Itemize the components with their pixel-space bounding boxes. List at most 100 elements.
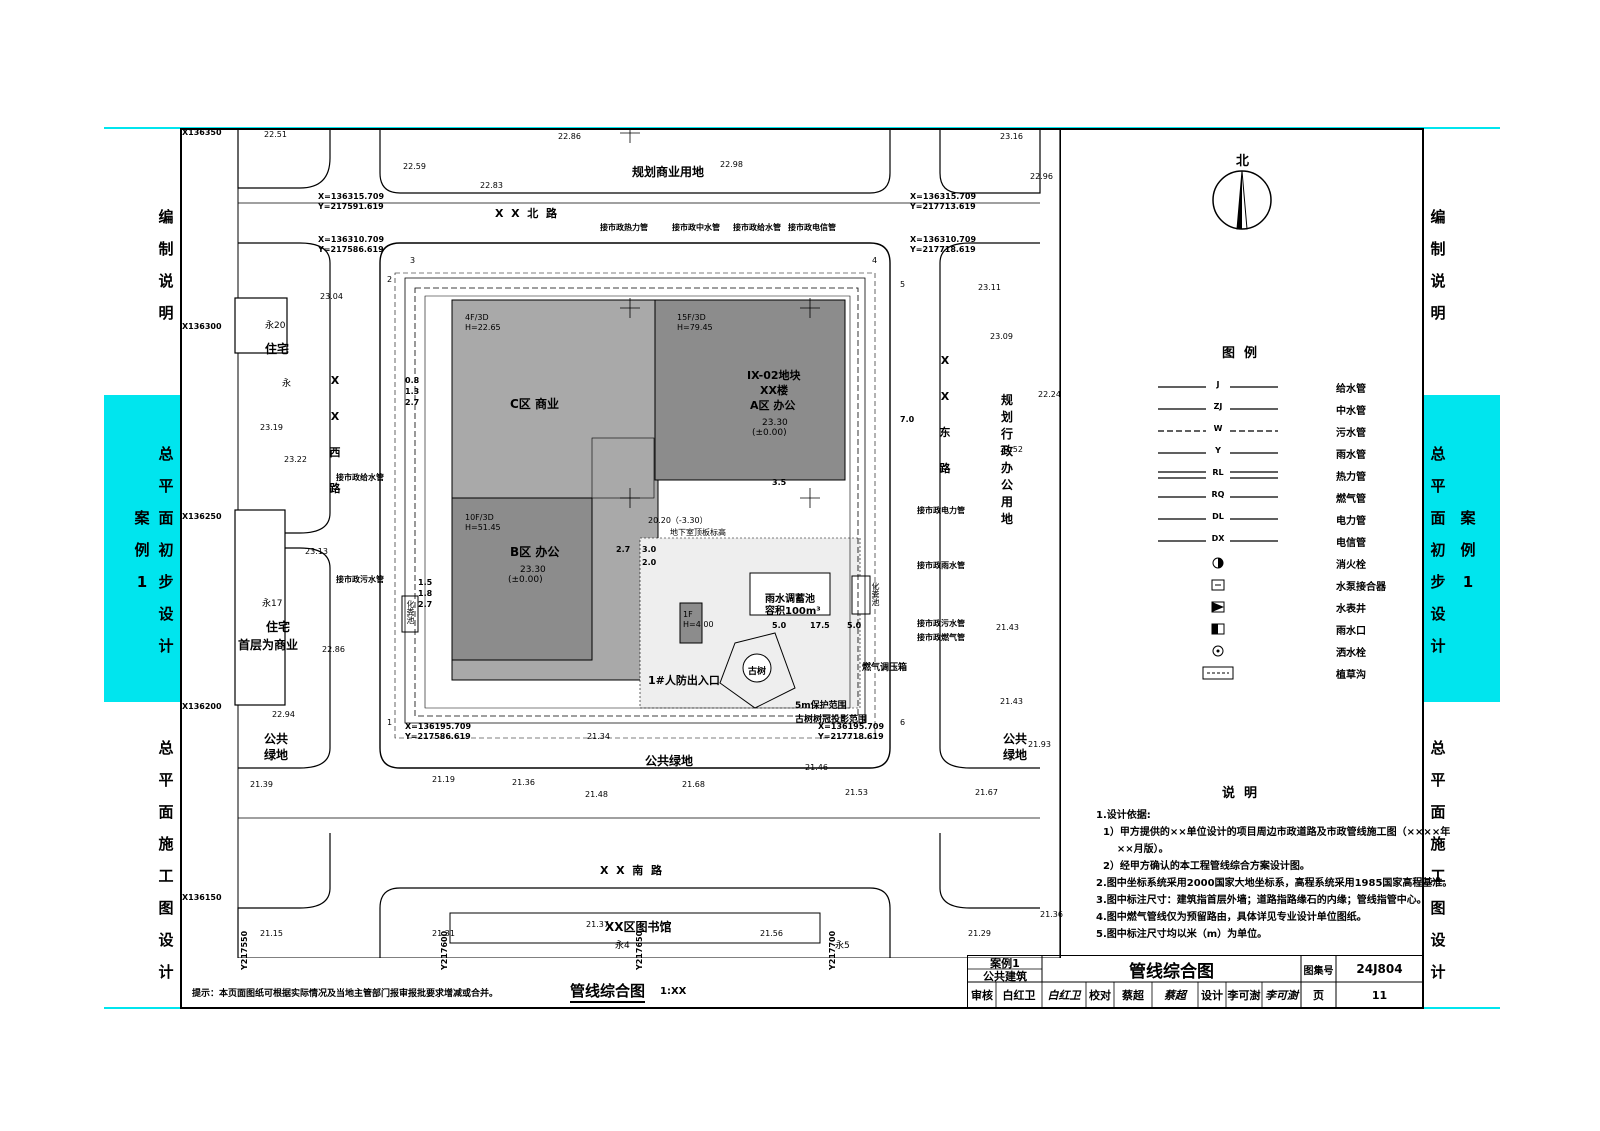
green-sw-label-2: 绿地 — [264, 748, 289, 762]
legend-label: 水泵接合器 — [1336, 582, 1386, 593]
vertical-char: 西 — [329, 446, 341, 459]
conn-water-w: 接市政给水管 — [336, 473, 384, 482]
note-line: 4.图中燃气管线仅为预留路由，具体详见专业设计单位图纸。 — [1096, 912, 1367, 923]
tb-case: 案例1 — [990, 956, 1020, 970]
vertical-char: 案 — [1460, 509, 1476, 527]
grid-x-3: X136250 — [182, 512, 222, 521]
east-land-label: 规划行政办公用地 — [995, 393, 1019, 526]
vertical-char: 规 — [1000, 393, 1013, 407]
building-c-height: H=22.65 — [465, 323, 501, 332]
vertical-char: 公 — [1000, 478, 1013, 492]
point-3: 3 — [410, 256, 416, 265]
vertical-char: 设 — [1430, 605, 1446, 623]
building-a-floors: 15F/3D — [677, 313, 706, 322]
vertical-char: 说 — [1430, 272, 1446, 290]
entrance-label: 1#人防出入口 — [648, 674, 720, 687]
vertical-char: 总 — [158, 445, 174, 463]
vertical-char: 工 — [158, 867, 174, 885]
vertical-char: 施 — [158, 835, 174, 853]
vertical-char: 案 — [134, 509, 150, 527]
road-north: X X 北 路 — [495, 207, 557, 220]
legend-code: RQ — [1211, 490, 1225, 499]
left-sidebar-active-band — [104, 395, 180, 702]
west-house2-sub: 首层为商业 — [238, 638, 299, 652]
tb-reviewer-signature: 白红卫 — [1047, 989, 1081, 1002]
vertical-char: 计 — [1430, 963, 1446, 981]
conn-reclaimed: 接市政中水管 — [672, 223, 720, 232]
west-house1-label: 住宅 — [265, 342, 290, 356]
footer-drawing-title: 管线综合图 — [570, 980, 646, 1003]
vertical-char: 用 — [1000, 495, 1013, 509]
vertical-char: X — [330, 410, 340, 423]
west-house2-tag: 永17 — [262, 599, 283, 609]
road-south: X X 南 路 — [600, 864, 662, 877]
conn-gas: 接市政燃气管 — [917, 633, 965, 642]
north-label: 北 — [1236, 154, 1250, 169]
green-se-label-1: 公共 — [1003, 732, 1028, 746]
small-building-floors: 1F — [683, 610, 693, 619]
vertical-char: 设 — [158, 931, 174, 949]
conn-heat: 接市政热力管 — [600, 223, 648, 232]
green-south-label: 公共绿地 — [645, 754, 694, 768]
vertical-char: 总 — [1430, 739, 1446, 757]
grid-x-4: X136200 — [182, 702, 222, 711]
vertical-char: X — [940, 390, 950, 403]
vertical-char: 面 — [1430, 509, 1446, 527]
building-a-height: H=79.45 — [677, 323, 713, 332]
rain-tank-label2: 容积100m³ — [765, 606, 821, 617]
vertical-char: 步 — [158, 573, 174, 591]
tb-check: 校对 — [1089, 989, 1111, 1002]
conn-rain: 接市政雨水管 — [917, 561, 965, 570]
title-block: 案例1 公共建筑 管线综合图 图集号 24J804 审核 白红卫 白红卫 校对 … — [967, 955, 1423, 1008]
tb-title: 管线综合图 — [1129, 961, 1214, 982]
right-sidebar-block3[interactable]: 总平面施工图设计 — [1400, 730, 1476, 990]
legend-item: 雨水口 — [1158, 620, 1388, 642]
vertical-char: 地 — [1000, 512, 1013, 526]
building-a-elev2: (±0.00) — [752, 428, 787, 438]
building-a — [654, 299, 846, 481]
legend-item: 植草沟 — [1158, 664, 1388, 686]
green-se-label-2: 绿地 — [1003, 748, 1028, 762]
conn-sewage-w: 接市政污水管 — [336, 575, 384, 584]
vertical-char: 东 — [939, 426, 951, 439]
legend-label: 雨水管 — [1336, 450, 1366, 461]
tb-page-label: 页 — [1313, 989, 1324, 1002]
right-sidebar-block1[interactable]: 编制说明 — [1400, 200, 1476, 330]
point-1: 1 — [387, 718, 393, 727]
vertical-char: 办 — [1000, 461, 1013, 475]
vertical-char: 明 — [1430, 304, 1446, 322]
tb-checker: 蔡超 — [1122, 989, 1144, 1002]
vertical-char: 计 — [158, 963, 174, 981]
vertical-char: 总 — [1430, 445, 1446, 463]
grid-x-5: X136150 — [182, 893, 222, 902]
right-sidebar-block2[interactable]: 总平面初步设计 — [1400, 430, 1476, 670]
footer-scale: 1:XX — [660, 986, 687, 997]
south-tag-2: 永5 — [835, 941, 850, 951]
sewage-tank-e: 化粪池 — [871, 582, 880, 606]
vertical-char: 平 — [1430, 477, 1446, 495]
vertical-char: 说 — [158, 272, 174, 290]
legend-code: DX — [1211, 534, 1225, 543]
left-sidebar-block2[interactable]: 总平面初步设计 — [128, 430, 204, 670]
note-line: 2.图中坐标系统采用2000国家大地坐标系，高程系统采用1985国家高程基准。 — [1096, 878, 1453, 889]
tree-note2: 古树树冠投影范围 — [795, 715, 868, 725]
footer-hint: 提示：本页面图纸可根据实际情况及当地主管部门报审报批要求增减或合并。 — [192, 989, 499, 999]
vertical-char: 制 — [158, 240, 174, 258]
basement-elev: 20.20（-3.30） — [648, 516, 708, 525]
left-sidebar-block3[interactable]: 总平面施工图设计 — [128, 730, 204, 990]
small-building-height: H=4.00 — [683, 620, 714, 629]
left-sidebar-block1[interactable]: 编制说明 — [128, 200, 204, 330]
vertical-char: 计 — [158, 637, 174, 655]
west-house2-label: 住宅 — [266, 620, 291, 634]
